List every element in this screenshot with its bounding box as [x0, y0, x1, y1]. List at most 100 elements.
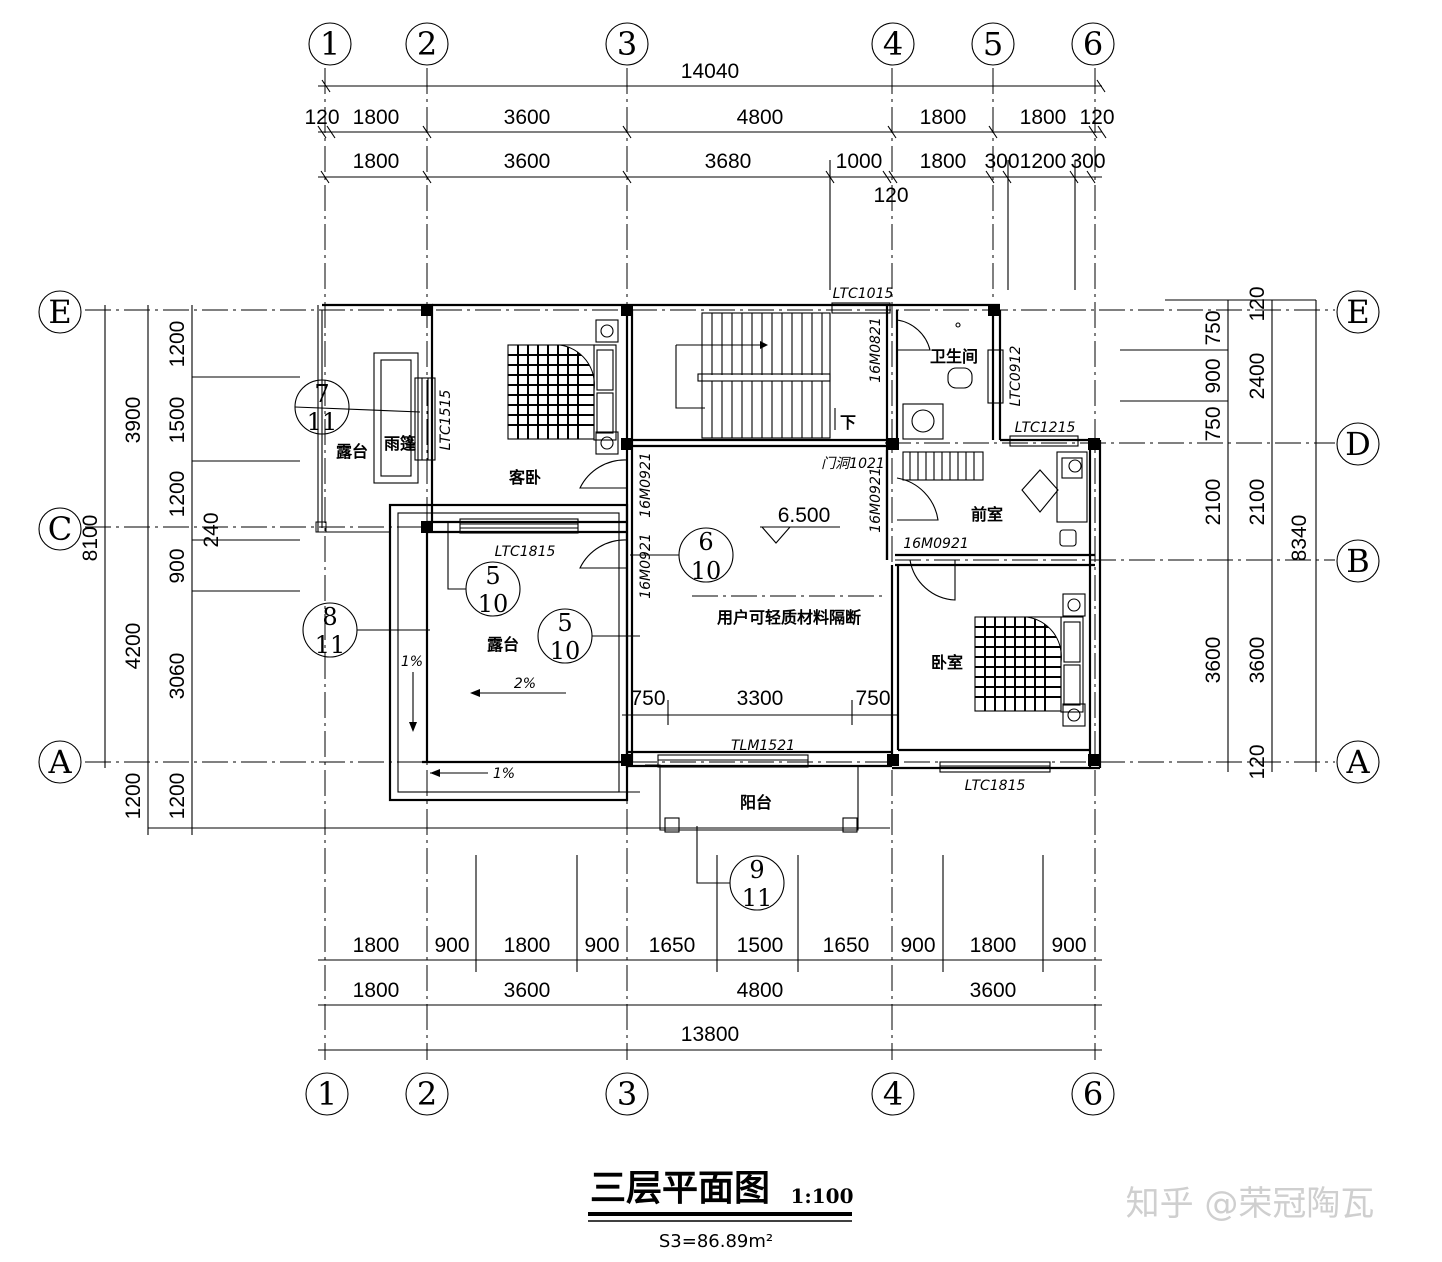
- dim: 1200: [166, 773, 189, 820]
- dim: 1800: [353, 934, 400, 957]
- title-block: 三层平面图 1:100 S3=86.89m²: [588, 1167, 854, 1252]
- dim: 1200: [166, 471, 189, 518]
- axis-label: C: [48, 510, 72, 548]
- detail-references: 7 11 6 10 5 10 5 10 8 11 9 11: [294, 379, 785, 912]
- elevation-mark: 6.500: [760, 504, 840, 544]
- axis-label: 4: [883, 25, 903, 63]
- room-bedroom: 卧室: [931, 653, 963, 672]
- dim: 900: [584, 934, 619, 957]
- dim: 750: [1202, 406, 1225, 441]
- room-guest-bedroom: 客卧: [509, 468, 541, 487]
- axis-label: E: [1346, 293, 1369, 331]
- detail-ref-6: 6 10: [630, 527, 734, 585]
- code-label: 16M0921: [903, 536, 969, 552]
- dim: 1800: [504, 934, 551, 957]
- dim: 1500: [737, 934, 784, 957]
- dim: 120: [1246, 286, 1269, 321]
- dim: 3600: [1202, 637, 1225, 684]
- svg-text:11: 11: [307, 408, 338, 436]
- dim: 3600: [504, 979, 551, 1002]
- dim: 300: [1070, 150, 1105, 173]
- slope-label: 1%: [401, 654, 423, 670]
- dim: 900: [900, 934, 935, 957]
- dim: 3900: [122, 397, 145, 444]
- axis-bubbles-right: E D B A: [1336, 290, 1380, 784]
- detail-ref-5b: 5 10: [537, 608, 640, 665]
- axis-bubbles-top: 1 2 3 4 5 6: [308, 22, 1115, 66]
- axis-label: D: [1345, 425, 1371, 463]
- bottom-dimensions: 1800 900 1800 900 1650 1500 1650 900 180…: [318, 855, 1102, 1051]
- anteroom-furniture: [692, 451, 1088, 597]
- dim: 900: [1051, 934, 1086, 957]
- axis-label: B: [1346, 542, 1370, 580]
- axis-label: 3: [617, 25, 637, 63]
- code-label: 16M0921: [638, 533, 654, 599]
- axis-label: E: [48, 293, 71, 331]
- drawing-title: 三层平面图: [590, 1167, 770, 1209]
- svg-text:6: 6: [698, 528, 713, 556]
- code-label: 16M0921: [868, 467, 884, 533]
- dim: 1800: [970, 934, 1017, 957]
- dim: 2100: [1246, 479, 1269, 526]
- partition-note: 用户可轻质材料隔断: [717, 608, 861, 627]
- left-dimensions: 3900 8100 4200 1200 1200 1500 1200 900 2…: [79, 305, 890, 835]
- room-anteroom: 前室: [971, 505, 1003, 524]
- dim: 8340: [1288, 515, 1311, 562]
- dim: 1200: [122, 773, 145, 820]
- code-label: LTC1815: [965, 778, 1026, 794]
- svg-text:8: 8: [322, 603, 337, 631]
- axis-label: 1: [317, 1075, 337, 1113]
- dim: 1800: [920, 106, 967, 129]
- slopes: 2% 1% 1%: [401, 654, 566, 782]
- svg-text:11: 11: [315, 631, 346, 659]
- svg-text:5: 5: [485, 562, 500, 590]
- dim: 1200: [166, 321, 189, 368]
- axis-label: A: [47, 743, 72, 781]
- dim: 900: [434, 934, 469, 957]
- dim: 120: [1079, 106, 1114, 129]
- dim: 1500: [166, 397, 189, 444]
- axis-label: 6: [1083, 1075, 1103, 1113]
- dim: 4800: [737, 106, 784, 129]
- dim: 3600: [1246, 637, 1269, 684]
- axis-bubbles-bottom: 1 2 3 4 6: [305, 1072, 1115, 1116]
- dim: 1200: [1020, 150, 1067, 173]
- walls: [315, 303, 1102, 802]
- dim: 1800: [353, 979, 400, 1002]
- bedroom-bed: [974, 593, 1086, 727]
- room-labels: 客卧 露台 雨篷 露台 阳台 卫生间 前室 卧室 用户可轻质材料隔断 门洞102…: [336, 347, 1003, 812]
- room-bathroom: 卫生间: [930, 347, 978, 366]
- dim: 2400: [1246, 353, 1269, 400]
- dim: 3060: [166, 653, 189, 700]
- door-opening-label: 门洞1021: [821, 456, 885, 472]
- dim: 120: [304, 106, 339, 129]
- dim: 4200: [122, 623, 145, 670]
- inner-opening-dims: 750 3300 750: [622, 687, 898, 725]
- axis-label: 4: [883, 1075, 903, 1113]
- detail-ref-5a: 5 10: [447, 522, 521, 618]
- axis-label: 5: [983, 25, 1003, 63]
- axis-label: A: [1345, 743, 1370, 781]
- dim: 120: [1246, 744, 1269, 779]
- code-label: LTC1815: [495, 544, 556, 560]
- dim: 1000: [836, 150, 883, 173]
- slope-label: 2%: [514, 676, 536, 692]
- code-label: LTC1215: [1015, 420, 1076, 436]
- dim: 900: [166, 548, 189, 583]
- axis-label: 1: [320, 25, 340, 63]
- svg-text:10: 10: [550, 637, 581, 665]
- svg-text:11: 11: [742, 884, 773, 912]
- svg-text:5: 5: [557, 609, 572, 637]
- detail-ref-9: 9 11: [696, 826, 785, 912]
- dim: 3600: [504, 106, 551, 129]
- elevation-value: 6.500: [778, 504, 831, 527]
- dim: 2100: [1202, 479, 1225, 526]
- dim-total-top: 14040: [681, 60, 739, 83]
- right-dimensions: 750 900 750 2100 3600 120 2400 2100 3600…: [1120, 286, 1317, 780]
- bathroom-fixtures: [902, 322, 973, 440]
- dim: 3600: [970, 979, 1017, 1002]
- slope-label: 1%: [493, 766, 515, 782]
- detail-ref-7: 7 11: [294, 379, 421, 436]
- dim-total-bottom: 13800: [681, 1023, 739, 1046]
